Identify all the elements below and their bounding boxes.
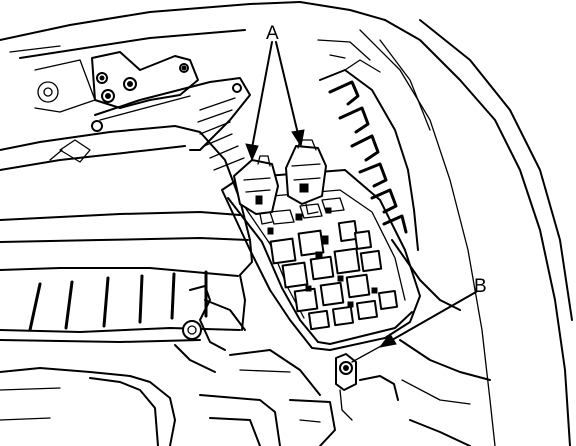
connector-left — [233, 155, 279, 225]
callout-leaders — [245, 41, 477, 363]
lower-frame — [0, 349, 336, 446]
fuse-relay-box — [221, 169, 421, 351]
air-cleaner-housing — [0, 125, 253, 343]
intake-hose — [174, 285, 246, 373]
callout-label-b: B — [474, 276, 487, 297]
upper-body-panel — [0, 1, 386, 61]
relay-array — [267, 207, 399, 331]
control-unit — [49, 77, 251, 171]
right-fender — [359, 19, 573, 446]
ground-bolt — [335, 353, 399, 421]
stepped-bracket — [319, 59, 419, 251]
connector-right — [285, 139, 327, 215]
callout-label-a: A — [266, 23, 279, 44]
mounting-bracket — [34, 51, 199, 113]
